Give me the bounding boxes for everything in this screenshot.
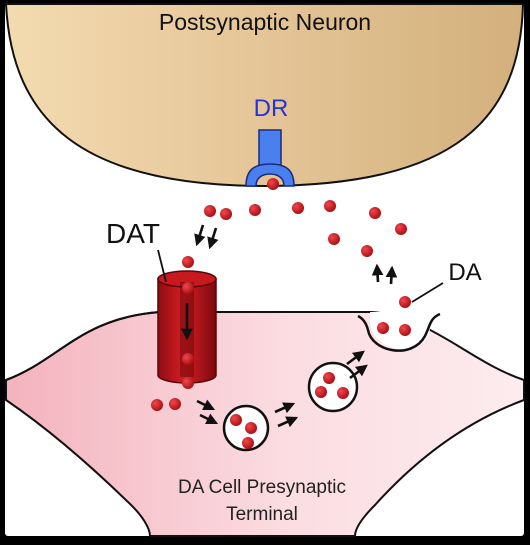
dopamine-molecule <box>369 207 381 219</box>
dopamine-molecule <box>399 324 411 336</box>
dopamine-molecule <box>230 414 242 426</box>
dopamine-molecule <box>169 398 181 410</box>
dopamine-molecule <box>182 353 194 365</box>
flow-arrow <box>277 416 299 428</box>
transporter-leader-line <box>157 249 167 283</box>
dopamine-molecule <box>182 377 194 389</box>
dopamine-molecule <box>323 372 335 384</box>
flow-arrow <box>274 402 296 414</box>
dopamine-molecule <box>399 296 411 308</box>
receptor-label: DR <box>254 95 289 122</box>
flow-arrow <box>194 224 206 247</box>
presynaptic-outline-left <box>5 311 161 381</box>
vesicle-filled <box>307 361 359 413</box>
postsynaptic-neuron <box>4 3 525 188</box>
dopamine-molecule <box>361 245 373 257</box>
dopamine-molecule <box>328 233 340 245</box>
dopamine-molecule <box>204 205 216 217</box>
flow-arrow <box>199 413 219 425</box>
dopamine-molecule <box>182 256 194 268</box>
presynaptic-label-line2: Terminal <box>226 504 298 525</box>
flow-arrow <box>196 399 216 411</box>
dopamine-molecules <box>151 178 411 449</box>
dopamine-molecule <box>395 223 407 235</box>
flow-arrow <box>349 364 368 380</box>
dopamine-molecule <box>182 282 194 294</box>
dopamine-molecule <box>337 387 349 399</box>
flow-arrow <box>371 263 384 283</box>
dopamine-label: DA <box>448 259 481 286</box>
dopamine-molecule <box>292 202 304 214</box>
flow-arrow <box>385 265 398 285</box>
flow-arrow <box>207 227 219 250</box>
dopamine-molecule <box>242 437 254 449</box>
postsynaptic-label: Postsynaptic Neuron <box>159 9 371 35</box>
presynaptic-label-line1: DA Cell Presynaptic <box>178 477 346 498</box>
dopamine-molecule <box>245 422 257 434</box>
dopamine-molecule <box>315 386 327 398</box>
flow-arrow <box>346 350 365 366</box>
release-pocket-outline <box>357 312 441 352</box>
dopamine-molecule <box>151 399 163 411</box>
dopamine-molecule <box>324 200 336 212</box>
dopamine-molecule <box>249 204 261 216</box>
dopamine-molecule <box>220 208 232 220</box>
dopamine-molecule <box>267 178 279 190</box>
arrow-layer <box>181 224 398 428</box>
dopamine-molecule <box>377 322 389 334</box>
dopamine-leader-line <box>411 282 444 303</box>
dopamine-receptor <box>245 129 295 187</box>
transporter-label: DAT <box>106 218 160 249</box>
